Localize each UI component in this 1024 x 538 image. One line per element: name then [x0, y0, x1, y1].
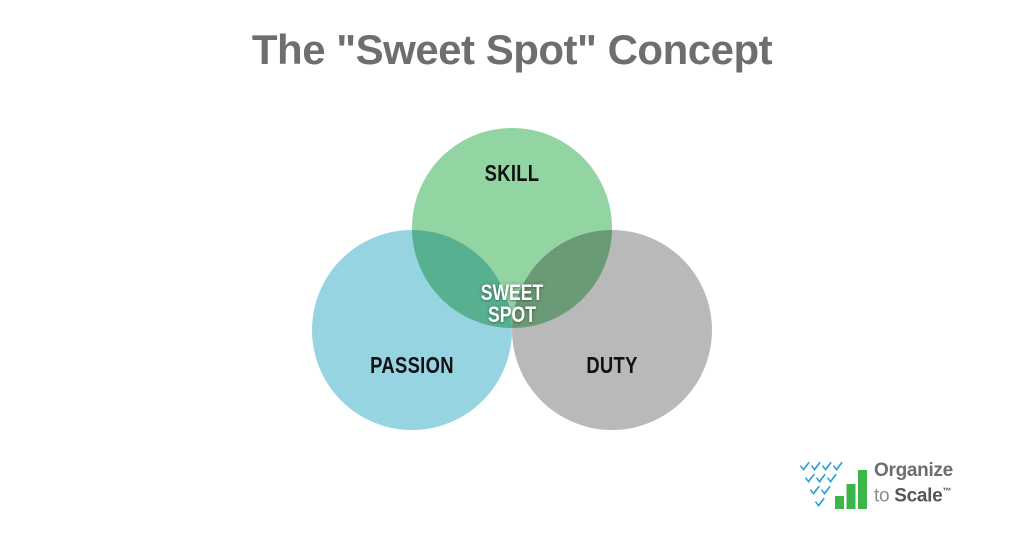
- page-title: The "Sweet Spot" Concept: [251, 26, 773, 73]
- bar-chart-icon: [835, 470, 867, 509]
- venn-label-sweet-spot: SWEET SPOT: [432, 282, 592, 326]
- logo-text-scale: Scale: [894, 485, 943, 507]
- venn-circle-duty[interactable]: [512, 230, 712, 430]
- logo-text-to: to: [874, 485, 895, 507]
- venn-label-skill: SKILL: [484, 160, 540, 186]
- logo-mark-icon: [800, 461, 867, 509]
- venn-label-passion: PASSION: [370, 352, 454, 378]
- logo-text-to-scale: to Scale™: [874, 481, 982, 506]
- logo-text-organize: Organize: [874, 460, 953, 481]
- logo-wordmark: Organize to Scale™: [874, 460, 982, 510]
- brand-logo[interactable]: Organize to Scale™: [800, 458, 980, 516]
- venn-circle-passion[interactable]: [312, 230, 512, 430]
- venn-label-sweet-spot-line2: SPOT: [488, 302, 536, 327]
- trademark-symbol: ™: [942, 486, 952, 496]
- check-pattern-icon: [800, 461, 843, 507]
- venn-label-duty: DUTY: [586, 352, 638, 378]
- venn-label-sweet-spot-line1: SWEET: [480, 280, 544, 305]
